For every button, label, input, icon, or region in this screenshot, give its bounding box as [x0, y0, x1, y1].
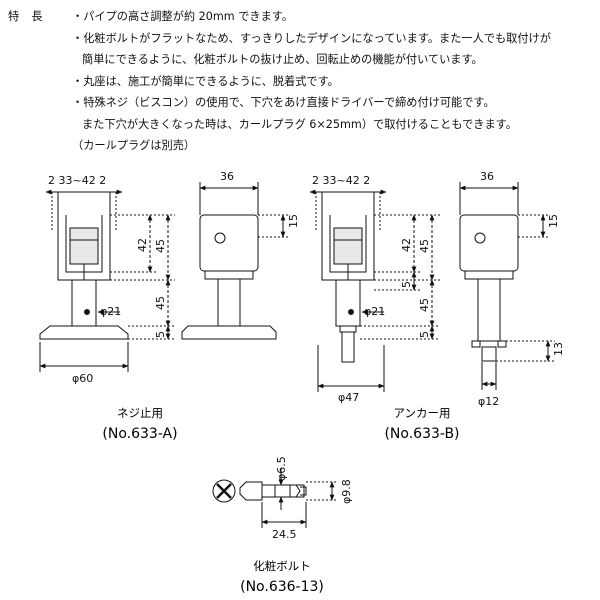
- feature-line: ・化粧ボルトがフラットなため、すっきりしたデザインになっています。また一人でも取…: [72, 31, 551, 45]
- drawing-636-bolt: [212, 468, 338, 528]
- drawing-633a-front: [39, 189, 175, 372]
- dim-633b-phi12: φ12: [478, 395, 499, 408]
- caption-633b-label: アンカー用: [393, 406, 450, 420]
- dim-633b-top: 2 33~42 2: [312, 174, 370, 187]
- dim-633b-phi21: φ21: [364, 305, 385, 318]
- drawing-633a-side: [181, 182, 290, 340]
- dim-633b-phi47: φ47: [338, 391, 359, 404]
- dim-633b-13: 13: [552, 342, 565, 356]
- caption-633a-model: (No.633-A): [102, 426, 177, 442]
- dim-633b-45-lower: 45: [418, 298, 431, 312]
- feature-line: 簡単にできるように、化粧ボルトの抜け止め、回転止めの機能が付いています。: [82, 53, 483, 66]
- dim-633b-15: 15: [547, 214, 560, 228]
- caption-633b-model: (No.633-B): [384, 426, 459, 442]
- dim-633a-45-lower: 45: [154, 296, 167, 310]
- feature-line: ・特殊ネジ（ビスコン）の使用で、下穴をあけ直接ドライバーで締め付け可能です。: [72, 96, 495, 109]
- dim-633b-5-upper: 5: [400, 281, 413, 288]
- dim-bolt-phi65: φ6.5: [275, 456, 288, 481]
- feature-line: ・パイプの高さ調整が約 20mm できます。: [72, 10, 294, 23]
- drawing-633b-front: [309, 189, 440, 392]
- feature-line: （カールプラグは別売）: [72, 139, 196, 152]
- dim-633a-42: 42: [136, 238, 149, 252]
- dim-633a-15: 15: [287, 214, 300, 228]
- dimension-labels: 2 33~42 2 36 15 42 45 45 5 φ21 φ60 2 33~…: [48, 170, 565, 541]
- dim-633a-top: 2 33~42 2: [48, 174, 106, 187]
- caption-bolt-label: 化粧ボルト: [253, 559, 311, 573]
- drawing-633b-side: [459, 182, 555, 390]
- caption-bolt-model: (No.636-13): [240, 579, 324, 595]
- captions: ネジ止用 (No.633-A) アンカー用 (No.633-B) 化粧ボルト (…: [102, 406, 459, 595]
- dim-633b-45-upper: 45: [418, 239, 431, 253]
- dim-633b-width: 36: [480, 170, 494, 183]
- dim-633a-5: 5: [154, 331, 167, 338]
- features-list: ・パイプの高さ調整が約 20mm できます。 ・化粧ボルトがフラットなため、すっ…: [72, 6, 596, 157]
- dim-633a-phi60: φ60: [72, 372, 93, 385]
- feature-line: また下穴が大きくなった時は、カールプラグ 6×25mm）で取付けることもできます…: [82, 117, 517, 131]
- dim-633b-42: 42: [400, 238, 413, 252]
- dim-bolt-length: 24.5: [272, 528, 297, 541]
- dim-633a-phi21: φ21: [100, 305, 121, 318]
- dim-bolt-phi98: φ9.8: [340, 479, 353, 504]
- feature-line: ・丸座は、施工が簡単にできるように、脱着式です。: [72, 74, 339, 88]
- features-heading: 特 長: [8, 10, 44, 23]
- dim-633a-45-upper: 45: [154, 239, 167, 253]
- caption-633a-label: ネジ止用: [117, 406, 163, 420]
- dim-633b-5-lower: 5: [418, 331, 431, 338]
- dim-633a-width: 36: [220, 170, 234, 183]
